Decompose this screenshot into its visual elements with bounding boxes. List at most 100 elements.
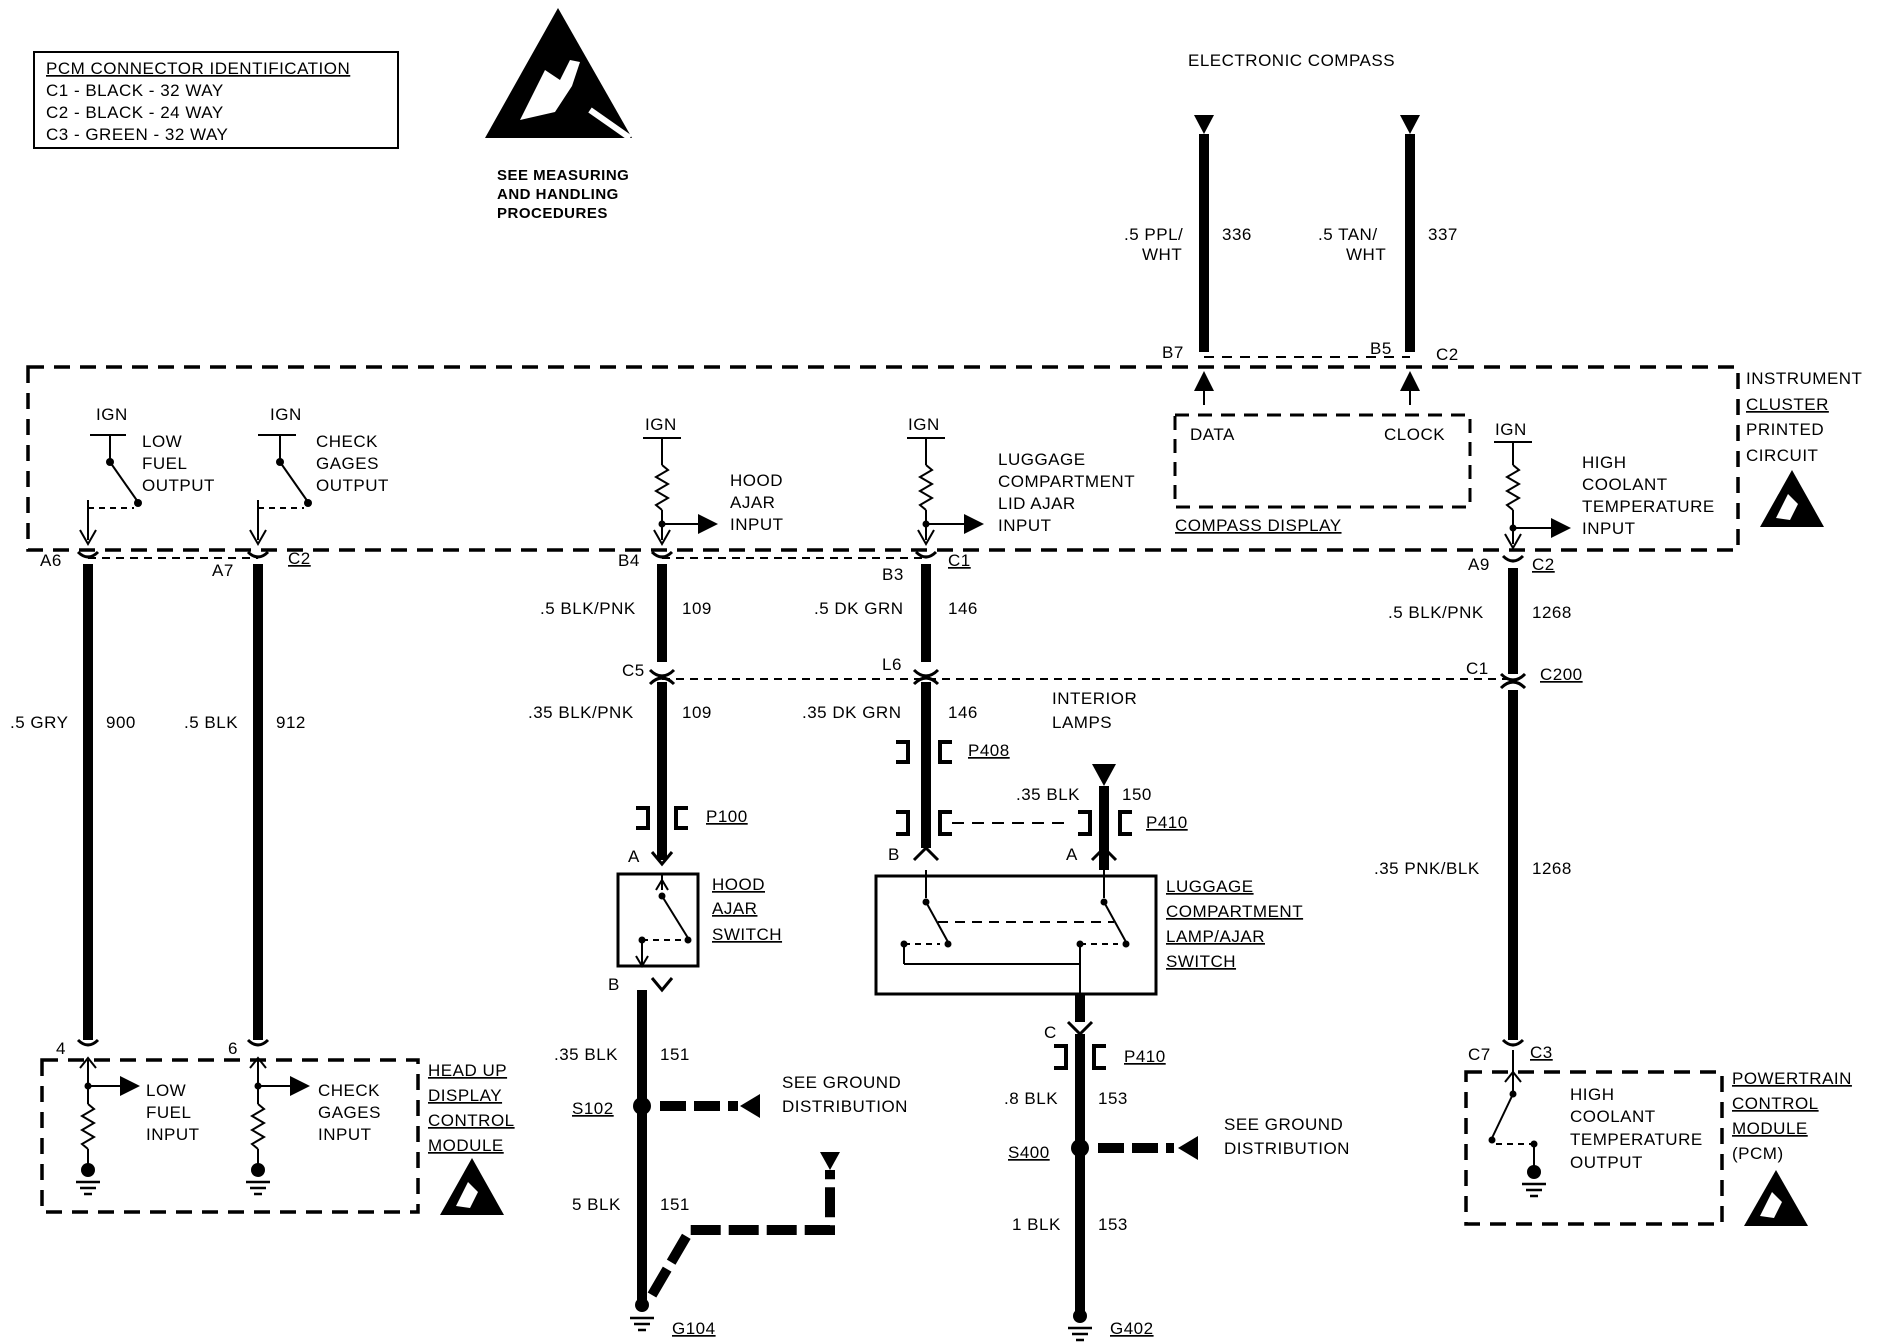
- pcm-conn-c3: C3: [1530, 1043, 1553, 1062]
- pcm-id-c2: C2 - BLACK - 24 WAY: [46, 103, 224, 122]
- wire-blk150: .35 BLK: [1016, 785, 1080, 804]
- see-ground-1a: SEE GROUND: [782, 1073, 901, 1092]
- hud-low-fuel-2: FUEL: [146, 1103, 191, 1122]
- compass-clock-label: CLOCK: [1384, 425, 1445, 444]
- wire-blk153b-num: 153: [1098, 1215, 1128, 1234]
- pcm-id-c1: C1 - BLACK - 32 WAY: [46, 81, 224, 100]
- wire-blk153b: 1 BLK: [1012, 1215, 1061, 1234]
- hood-switch-3: SWITCH: [712, 925, 782, 944]
- p408-connector: [896, 740, 952, 764]
- pin-b-luggage: B: [888, 845, 900, 864]
- cluster-label-2: CLUSTER: [1746, 395, 1829, 414]
- hud-label-1: HEAD UP: [428, 1061, 507, 1080]
- wire-blk153a-num: 153: [1098, 1089, 1128, 1108]
- luggage-ground-wire: [1054, 994, 1198, 1342]
- ign-label: IGN: [270, 405, 302, 424]
- ign-label: IGN: [908, 415, 940, 434]
- coolant-input-resistor: [1494, 441, 1571, 551]
- pin-a-hood: A: [628, 847, 640, 866]
- cluster-label-1: INSTRUMENT: [1746, 369, 1862, 388]
- low-fuel-output-1: LOW: [142, 432, 182, 451]
- luggage-switch-4: SWITCH: [1166, 952, 1236, 971]
- hud-module-boundary: [40, 1058, 420, 1214]
- conn-c2: C2: [1532, 555, 1555, 574]
- pcm-label-4: (PCM): [1732, 1144, 1784, 1163]
- conn-p410-top: P410: [1146, 813, 1188, 832]
- hood-ajar-input-1: HOOD: [730, 471, 783, 490]
- splice-s102: S102: [572, 1099, 614, 1118]
- wire-blk151b-num: 151: [660, 1195, 690, 1214]
- pin-b4: B4: [618, 551, 640, 570]
- hood-switch-1: HOOD: [712, 875, 765, 894]
- pcm-label-1: POWERTRAIN: [1732, 1069, 1852, 1088]
- pin-c1: C1: [1466, 659, 1489, 678]
- coolant-input-4: INPUT: [1582, 519, 1636, 538]
- coolant-input-1: HIGH: [1582, 453, 1627, 472]
- pcm-pin-c7: C7: [1468, 1045, 1491, 1064]
- compass-w1-color-2: WHT: [1142, 245, 1182, 264]
- conn-p408: P408: [968, 741, 1010, 760]
- main-wires: [83, 564, 1527, 1040]
- wire-blk151b: 5 BLK: [572, 1195, 621, 1214]
- pcm-id-title: PCM CONNECTOR IDENTIFICATION: [46, 59, 350, 78]
- pcm-output-3: TEMPERATURE: [1570, 1130, 1703, 1149]
- compass-pin-b5: B5: [1370, 339, 1392, 358]
- luggage-switch-3: LAMP/AJAR: [1166, 927, 1265, 946]
- check-gages-output-switch: [249, 434, 312, 547]
- hud-check-gages-1: CHECK: [318, 1081, 380, 1100]
- pin-b-hood: B: [608, 975, 620, 994]
- pcm-output-4: OUTPUT: [1570, 1153, 1643, 1172]
- luggage-input-2: COMPARTMENT: [998, 472, 1135, 491]
- conn-c2: C2: [288, 549, 311, 568]
- interior-lamps-1: INTERIOR: [1052, 689, 1137, 708]
- hud-low-fuel-3: INPUT: [146, 1125, 200, 1144]
- hud-label-4: MODULE: [428, 1136, 504, 1155]
- ground-g402: G402: [1110, 1319, 1154, 1338]
- hud-label-2: DISPLAY: [428, 1086, 502, 1105]
- pcm-coolant-output-switch: [1488, 1038, 1546, 1198]
- compass-title: ELECTRONIC COMPASS: [1188, 51, 1395, 70]
- esd-warning-icon: [440, 1158, 504, 1215]
- esd-note-1: SEE MEASURING: [497, 167, 629, 184]
- compass-w2-color-2: WHT: [1346, 245, 1386, 264]
- wire-blk-num: 912: [276, 713, 306, 732]
- low-fuel-output-switch: [79, 434, 142, 547]
- wire-pnkblk: .35 PNK/BLK: [1374, 859, 1480, 878]
- see-ground-2a: SEE GROUND: [1224, 1115, 1343, 1134]
- wire-blk153a: .8 BLK: [1004, 1089, 1058, 1108]
- wire-gry: .5 GRY: [10, 713, 68, 732]
- compass-display-label: COMPASS DISPLAY: [1175, 516, 1342, 535]
- pin-a7: A7: [212, 561, 234, 580]
- esd-warning-icon: [1744, 1170, 1808, 1226]
- ign-label: IGN: [645, 415, 677, 434]
- pin-l6: L6: [882, 655, 902, 674]
- see-ground-1b: DISTRIBUTION: [782, 1097, 908, 1116]
- check-gages-output-2: GAGES: [316, 454, 379, 473]
- pcm-connector-id-box: PCM CONNECTOR IDENTIFICATION C1 - BLACK …: [33, 51, 399, 149]
- wire-blkpnk1: .5 BLK/PNK: [540, 599, 636, 618]
- instrument-cluster-boundary: [26, 365, 1740, 552]
- pcm-output-2: COOLANT: [1570, 1107, 1656, 1126]
- conn-c200: C200: [1540, 665, 1583, 684]
- luggage-lid-input-resistor: [907, 437, 984, 547]
- wire-blkpnk3-num: 1268: [1532, 603, 1572, 622]
- esd-warning-icon: [485, 8, 632, 141]
- luggage-switch-1: LUGGAGE: [1166, 877, 1254, 896]
- wire-gry-num: 900: [106, 713, 136, 732]
- luggage-input-1: LUGGAGE: [998, 450, 1086, 469]
- pin-c-luggage: C: [1044, 1023, 1057, 1042]
- luggage-lamp-ajar-switch: [874, 870, 1158, 996]
- wire-blkpnk1-num: 109: [682, 599, 712, 618]
- compass-data-label: DATA: [1190, 425, 1235, 444]
- hud-label-3: CONTROL: [428, 1111, 515, 1130]
- cluster-label-3: PRINTED: [1746, 420, 1824, 439]
- hud-pin-4: 4: [56, 1039, 66, 1058]
- wire-dkgrn2: .35 DK GRN: [802, 703, 901, 722]
- wire-blk151a: .35 BLK: [554, 1045, 618, 1064]
- coolant-input-3: TEMPERATURE: [1582, 497, 1715, 516]
- cluster-label-4: CIRCUIT: [1746, 446, 1818, 465]
- pin-a6: A6: [40, 551, 62, 570]
- p410-connector-top: [896, 764, 1132, 870]
- wire-blkpnk2-num: 109: [682, 703, 712, 722]
